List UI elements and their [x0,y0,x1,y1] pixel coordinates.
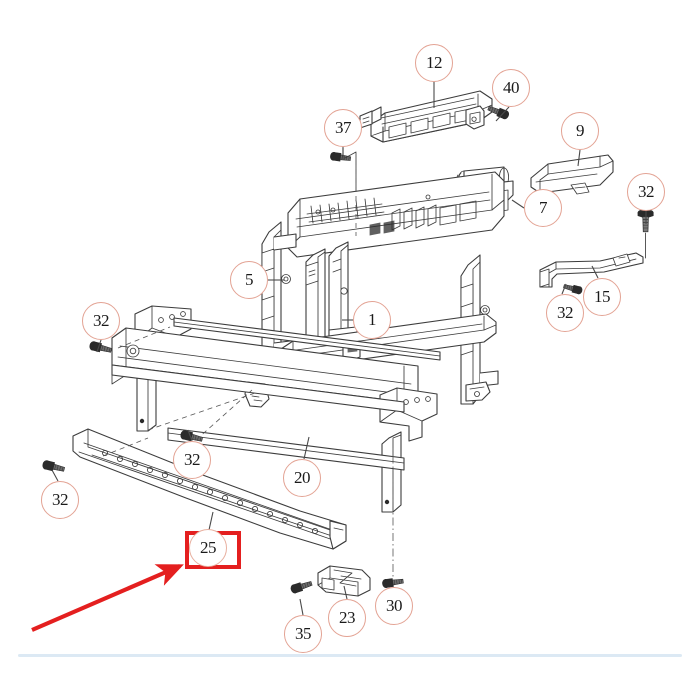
part-9-trim-cover [530,154,614,195]
part-20-bumper-carrier [111,305,441,513]
bottom-divider [18,654,682,657]
callout-label: 23 [339,608,356,627]
callout-label: 32 [184,450,201,469]
callout-bolt[interactable]: 32 [627,173,665,211]
callout-label: 12 [426,53,443,72]
part-32-bolt-lower-left [41,459,66,474]
callout-leaders [51,82,647,616]
callout-label: 32 [638,182,655,201]
part-25-impact-beam [72,428,347,550]
callout-label: 20 [294,468,311,487]
callout-bolt[interactable]: 30 [375,587,413,625]
callout-label: 40 [503,78,520,97]
callout-brace-strip[interactable]: 15 [583,278,621,316]
callout-bolt[interactable]: 32 [82,302,120,340]
callout-label: 9 [576,121,585,140]
callout-label: 32 [93,311,110,330]
callout-lock-carrier-upper-crossmember[interactable]: 12 [415,44,453,82]
callout-bolt[interactable]: 32 [173,441,211,479]
part-12-crossmember [359,90,493,143]
callout-bolt[interactable]: 37 [324,109,362,147]
callout-bolt[interactable]: 35 [284,615,322,653]
part-15-brace-strip [539,252,644,288]
part-23-clamp-bracket [317,565,371,597]
callout-screw[interactable]: 40 [492,69,530,107]
callout-lock-carrier-center-bracket[interactable]: 1 [353,301,391,339]
callout-roller-support[interactable]: 7 [524,189,562,227]
callout-label: 37 [335,118,352,137]
callout-bolt[interactable]: 32 [546,294,584,332]
callout-bumper-carrier[interactable]: 20 [283,459,321,497]
callout-clamp-bracket[interactable]: 23 [328,599,366,637]
callout-label: 32 [52,490,69,509]
callout-trim-cover[interactable]: 9 [561,112,599,150]
callout-label: 35 [295,624,312,643]
callout-label: 1 [368,310,377,329]
part-35-bolt [289,578,314,595]
callout-bumper-impact-beam[interactable]: 25 [189,529,227,567]
callout-label: 25 [200,538,217,557]
callout-label: 30 [386,596,403,615]
callout-label: 5 [245,270,254,289]
callout-lock-carrier-side-member[interactable]: 5 [230,261,268,299]
callout-label: 15 [594,287,611,306]
callout-label: 7 [539,198,548,217]
callout-bolt[interactable]: 32 [41,481,79,519]
callout-label: 32 [557,303,574,322]
part-37-bolt [329,151,352,164]
